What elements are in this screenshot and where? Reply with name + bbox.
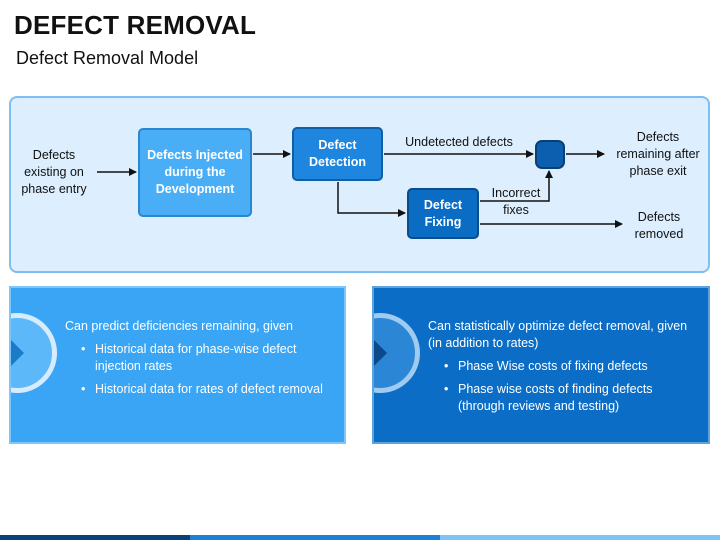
prediction-card: Can predict deficiencies remaining, give… [9,286,346,444]
defect-fixing-box: Defect Fixing [407,188,479,239]
incorrect-fixes-label: Incorrect fixes [491,186,541,217]
arrow-fixing-to-junction [480,170,553,202]
diagram-panel [9,96,710,273]
junction-node [535,140,565,169]
defects-remaining-label: Defects remaining after phase exit [616,130,700,178]
chevron-right-icon [11,340,24,366]
optimization-card: Can statistically optimize defect remova… [372,286,710,444]
optimization-card-heading: Can statistically optimize defect remova… [428,319,688,350]
bottom-accent-bar [0,535,720,540]
defects-injected-box: Defects Injected during the Development [138,128,252,217]
input-defects-label: Defects existing on phase entry [21,148,87,196]
arrow-detection-to-fixing [337,182,406,217]
list-item: Phase wise costs of finding defects (thr… [444,381,698,415]
defect-detection-box: Defect Detection [292,127,383,181]
page-subtitle: Defect Removal Model [16,48,199,68]
undetected-defects-label: Undetected defects [405,135,513,149]
prediction-card-list: Historical data for phase-wise defect in… [65,341,334,398]
page-title: DEFECT REMOVAL [14,10,257,40]
chevron-right-icon [374,340,387,366]
list-item: Historical data for phase-wise defect in… [81,341,334,375]
list-item: Phase Wise costs of fixing defects [444,358,698,375]
prediction-card-heading: Can predict deficiencies remaining, give… [65,319,293,333]
list-item: Historical data for rates of defect remo… [81,381,334,398]
optimization-card-list: Phase Wise costs of fixing defects Phase… [428,358,698,415]
defects-removed-label: Defects removed [634,210,684,241]
